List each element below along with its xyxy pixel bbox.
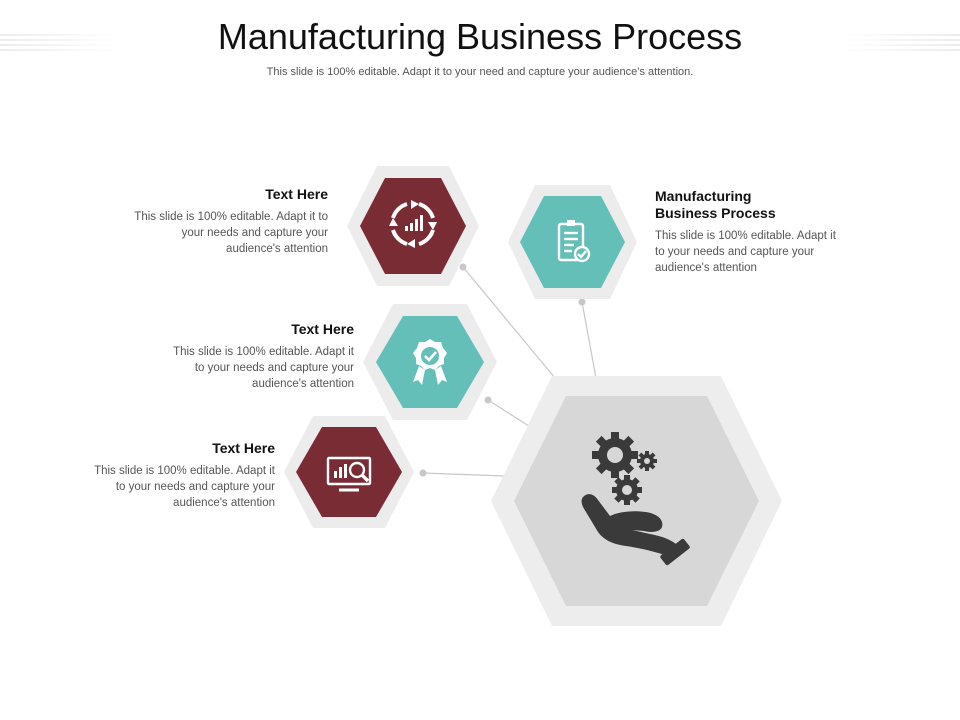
connector-dot-4	[578, 298, 586, 306]
text-block-1-body: This slide is 100% editable. Adapt it to…	[78, 209, 328, 257]
text-block-4-heading-line-1: Manufacturing	[655, 188, 752, 204]
text-block-4-line-2: to your needs and capture your	[655, 246, 815, 258]
text-block-4: Manufacturing Business Process This slid…	[655, 188, 895, 276]
text-block-2-heading: Text Here	[291, 321, 354, 337]
connector-dot-2	[484, 396, 492, 404]
clipboard-check-icon	[557, 220, 591, 263]
text-block-2-line-2: to your needs and capture your	[194, 362, 354, 374]
text-block-2-body: This slide is 100% editable. Adapt it to…	[104, 344, 354, 392]
text-block-2-line-3: audience's attention	[252, 378, 354, 390]
connector-dot-1	[459, 263, 467, 271]
connector-line-3	[422, 472, 506, 477]
text-block-1-line-2: your needs and capture your	[181, 227, 328, 239]
page-subtitle: This slide is 100% editable. Adapt it to…	[266, 66, 694, 78]
text-block-3-heading: Text Here	[212, 440, 275, 456]
text-block-4-line-1: This slide is 100% editable. Adapt it	[655, 230, 836, 242]
text-block-4-heading-line-2: Business Process	[655, 205, 776, 221]
hexagon-monitor-analytics	[284, 416, 414, 528]
connector-dot-3	[419, 469, 427, 477]
hexagon-clipboard-check	[508, 185, 637, 299]
text-block-3-body: This slide is 100% editable. Adapt it to…	[25, 463, 275, 511]
monitor-analytics-icon	[326, 456, 372, 492]
text-block-1-line-3: audience's attention	[226, 243, 328, 255]
text-block-4-body: This slide is 100% editable. Adapt it to…	[655, 228, 895, 276]
text-block-4-line-3: audience's attention	[655, 262, 757, 274]
text-block-1: Text Here This slide is 100% editable. A…	[78, 186, 328, 257]
text-block-3-line-1: This slide is 100% editable. Adapt it	[94, 465, 275, 477]
text-block-3-line-2: to your needs and capture your	[115, 481, 275, 493]
text-block-3-line-3: audience's attention	[173, 497, 275, 509]
decorative-stripes-right	[840, 34, 960, 54]
award-badge-icon	[413, 339, 447, 385]
decorative-stripes-left	[0, 34, 120, 54]
connector-line-4	[581, 301, 597, 379]
connector-line-2	[487, 399, 533, 429]
text-block-1-heading: Text Here	[265, 186, 328, 202]
text-block-2: Text Here This slide is 100% editable. A…	[104, 321, 354, 392]
text-block-2-line-1: This slide is 100% editable. Adapt it	[173, 346, 354, 358]
text-block-4-heading: Manufacturing Business Process	[655, 188, 895, 222]
hand-gears-icon	[581, 432, 690, 566]
text-block-1-line-1: This slide is 100% editable. Adapt it to	[134, 211, 328, 223]
cycle-growth-icon	[389, 200, 437, 248]
connector-line-1	[462, 266, 556, 379]
page-title: Manufacturing Business Process	[217, 16, 743, 57]
text-block-3: Text Here This slide is 100% editable. A…	[25, 440, 275, 511]
